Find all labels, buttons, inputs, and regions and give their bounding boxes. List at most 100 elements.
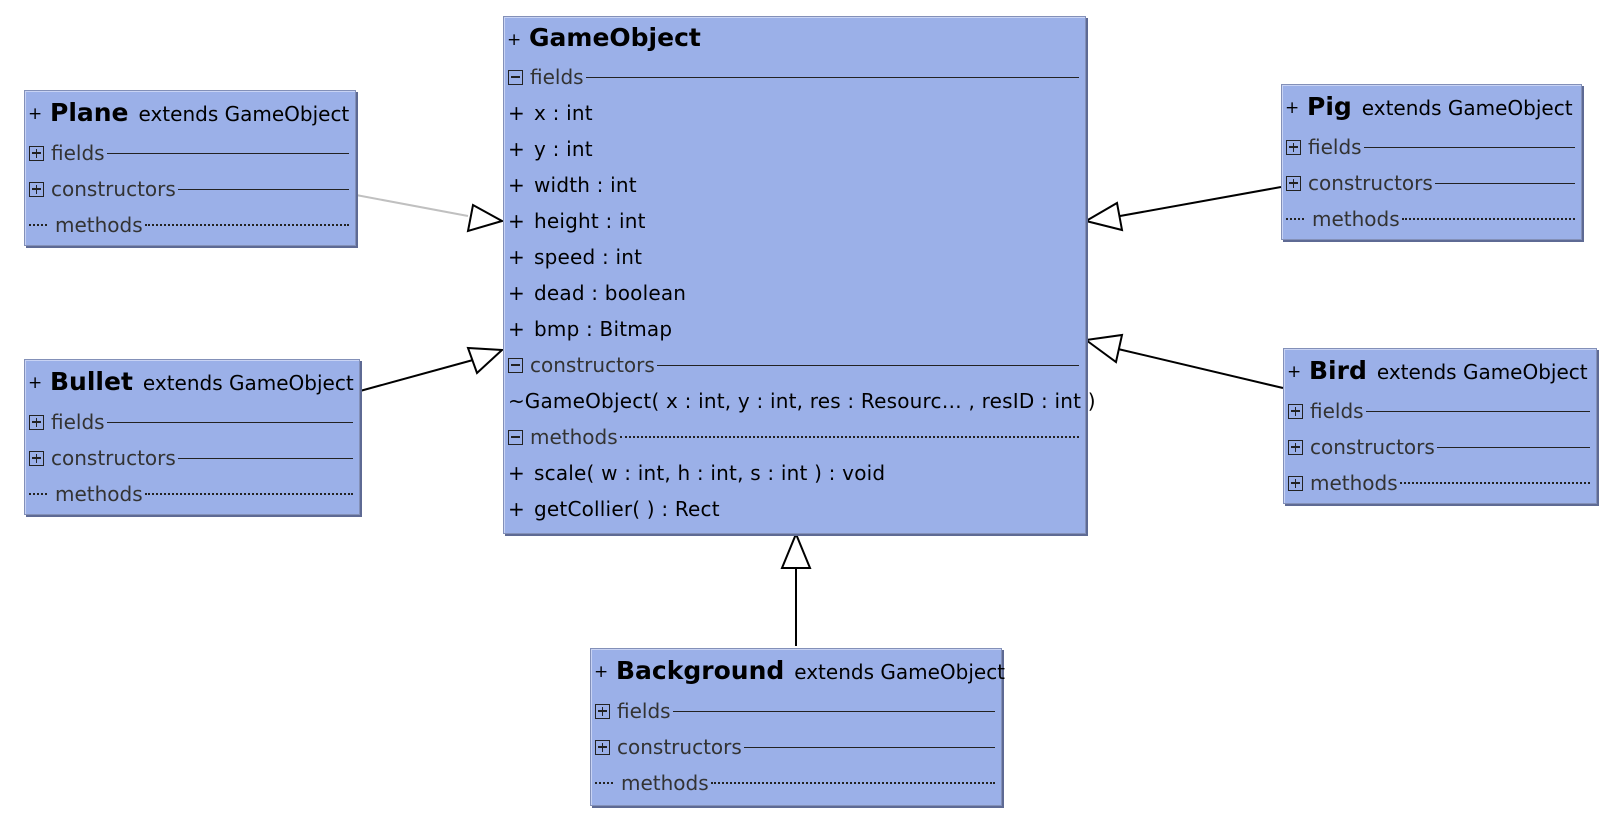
section-divider — [585, 76, 1079, 78]
field-text: y : int — [534, 137, 593, 161]
class-name-text: Background — [616, 656, 785, 685]
section-fields[interactable]: fields — [25, 404, 359, 440]
section-constructors[interactable]: constructors — [591, 729, 1001, 765]
class-name: Pig extends GameObject — [1307, 92, 1573, 121]
visibility-marker: + — [508, 137, 525, 161]
section-divider — [1365, 410, 1590, 412]
extends-label: extends GameObject — [1361, 96, 1573, 120]
section-fields[interactable]: fields — [1282, 129, 1581, 165]
class-name-text: Pig — [1307, 92, 1352, 121]
section-divider — [144, 493, 353, 495]
field-text: speed : int — [534, 245, 643, 269]
expand-icon[interactable] — [1288, 403, 1303, 419]
expand-icon[interactable] — [1286, 139, 1301, 155]
class-background[interactable]: + Background extends GameObject fields co… — [590, 648, 1005, 806]
constructor-row[interactable]: ~GameObject( x : int, y : int, res : Res… — [504, 383, 1096, 419]
field-text: x : int — [534, 101, 593, 125]
section-methods[interactable]: methods — [1282, 201, 1581, 237]
expand-icon[interactable] — [29, 414, 44, 430]
collapse-icon[interactable] — [508, 69, 523, 85]
expand-icon[interactable] — [29, 181, 44, 197]
expand-icon[interactable] — [595, 703, 610, 719]
visibility-marker: + — [594, 662, 609, 682]
section-methods[interactable]: methods — [25, 476, 359, 512]
section-fields[interactable]: fields — [504, 59, 1085, 95]
section-label: fields — [617, 699, 671, 723]
section-fields[interactable]: fields — [1284, 393, 1596, 429]
section-label: methods — [1312, 207, 1400, 231]
field-row[interactable]: + y : int — [504, 131, 1085, 167]
field-row[interactable]: +width : int — [504, 167, 1085, 203]
section-divider — [177, 188, 349, 190]
field-row[interactable]: +speed : int — [504, 239, 1085, 275]
extends-label: extends GameObject — [794, 660, 1006, 684]
section-label: fields — [1310, 399, 1364, 423]
edge-plane-to-gameobject[interactable] — [355, 194, 505, 233]
empty-section-marker — [29, 493, 47, 495]
section-constructors[interactable]: constructors — [1284, 429, 1596, 465]
section-constructors[interactable]: constructors — [504, 347, 1085, 383]
extends-label: extends GameObject — [142, 371, 354, 395]
section-label: constructors — [1310, 435, 1435, 459]
method-text: getCollier( ) : Rect — [534, 497, 720, 521]
class-name-text: Bird — [1309, 356, 1367, 385]
edge-bullet-to-gameobject[interactable] — [359, 346, 505, 392]
visibility-marker: + — [508, 101, 525, 125]
field-row[interactable]: +bmp : Bitmap — [504, 311, 1085, 347]
field-row[interactable]: + x : int — [504, 95, 1085, 131]
section-label: constructors — [530, 353, 655, 377]
visibility-marker: + — [507, 30, 522, 50]
collapse-icon[interactable] — [508, 357, 523, 373]
section-divider — [1436, 446, 1590, 448]
section-fields[interactable]: fields — [591, 693, 1001, 729]
class-header: + Background extends GameObject — [591, 649, 1005, 693]
section-divider — [656, 364, 1079, 366]
class-gameobject[interactable]: + GameObject fields +x : int +y : int +w… — [503, 16, 1096, 534]
expand-icon[interactable] — [1288, 475, 1303, 491]
expand-icon[interactable] — [1286, 175, 1301, 191]
expand-icon[interactable] — [595, 739, 610, 755]
collapse-icon[interactable] — [508, 429, 523, 445]
section-label: constructors — [617, 735, 742, 759]
section-methods[interactable]: methods — [591, 765, 1001, 801]
section-label: methods — [621, 771, 709, 795]
section-divider — [106, 421, 353, 423]
method-row[interactable]: +getCollier( ) : Rect — [504, 491, 1085, 527]
visibility-marker: + — [28, 104, 43, 124]
field-text: width : int — [534, 173, 637, 197]
method-row[interactable]: +scale( w : int, h : int, s : int ) : vo… — [504, 455, 1085, 491]
expand-icon[interactable] — [29, 145, 44, 161]
expand-icon[interactable] — [29, 450, 44, 466]
class-name: Background extends GameObject — [616, 656, 1005, 685]
visibility-marker: + — [508, 317, 525, 341]
field-text: height : int — [534, 209, 646, 233]
edge-background-to-gameobject[interactable] — [780, 531, 812, 646]
section-constructors[interactable]: constructors — [1282, 165, 1581, 201]
field-row[interactable]: +height : int — [504, 203, 1085, 239]
section-divider — [1399, 482, 1590, 484]
empty-section-marker — [29, 224, 47, 226]
section-methods[interactable]: methods — [1284, 465, 1596, 501]
section-methods[interactable]: methods — [25, 207, 355, 243]
edge-bird-to-gameobject[interactable] — [1083, 333, 1284, 389]
section-methods[interactable]: methods — [504, 419, 1085, 455]
class-header: + GameObject — [504, 17, 1085, 59]
field-row[interactable]: +dead : boolean — [504, 275, 1085, 311]
section-fields[interactable]: fields — [25, 135, 355, 171]
class-name: GameObject — [529, 23, 701, 52]
empty-section-marker — [1286, 218, 1304, 220]
section-divider — [106, 152, 349, 154]
section-constructors[interactable]: constructors — [25, 440, 359, 476]
visibility-marker: + — [28, 373, 43, 393]
section-constructors[interactable]: constructors — [25, 171, 355, 207]
edge-pig-to-gameobject[interactable] — [1083, 186, 1282, 232]
expand-icon[interactable] — [1288, 439, 1303, 455]
